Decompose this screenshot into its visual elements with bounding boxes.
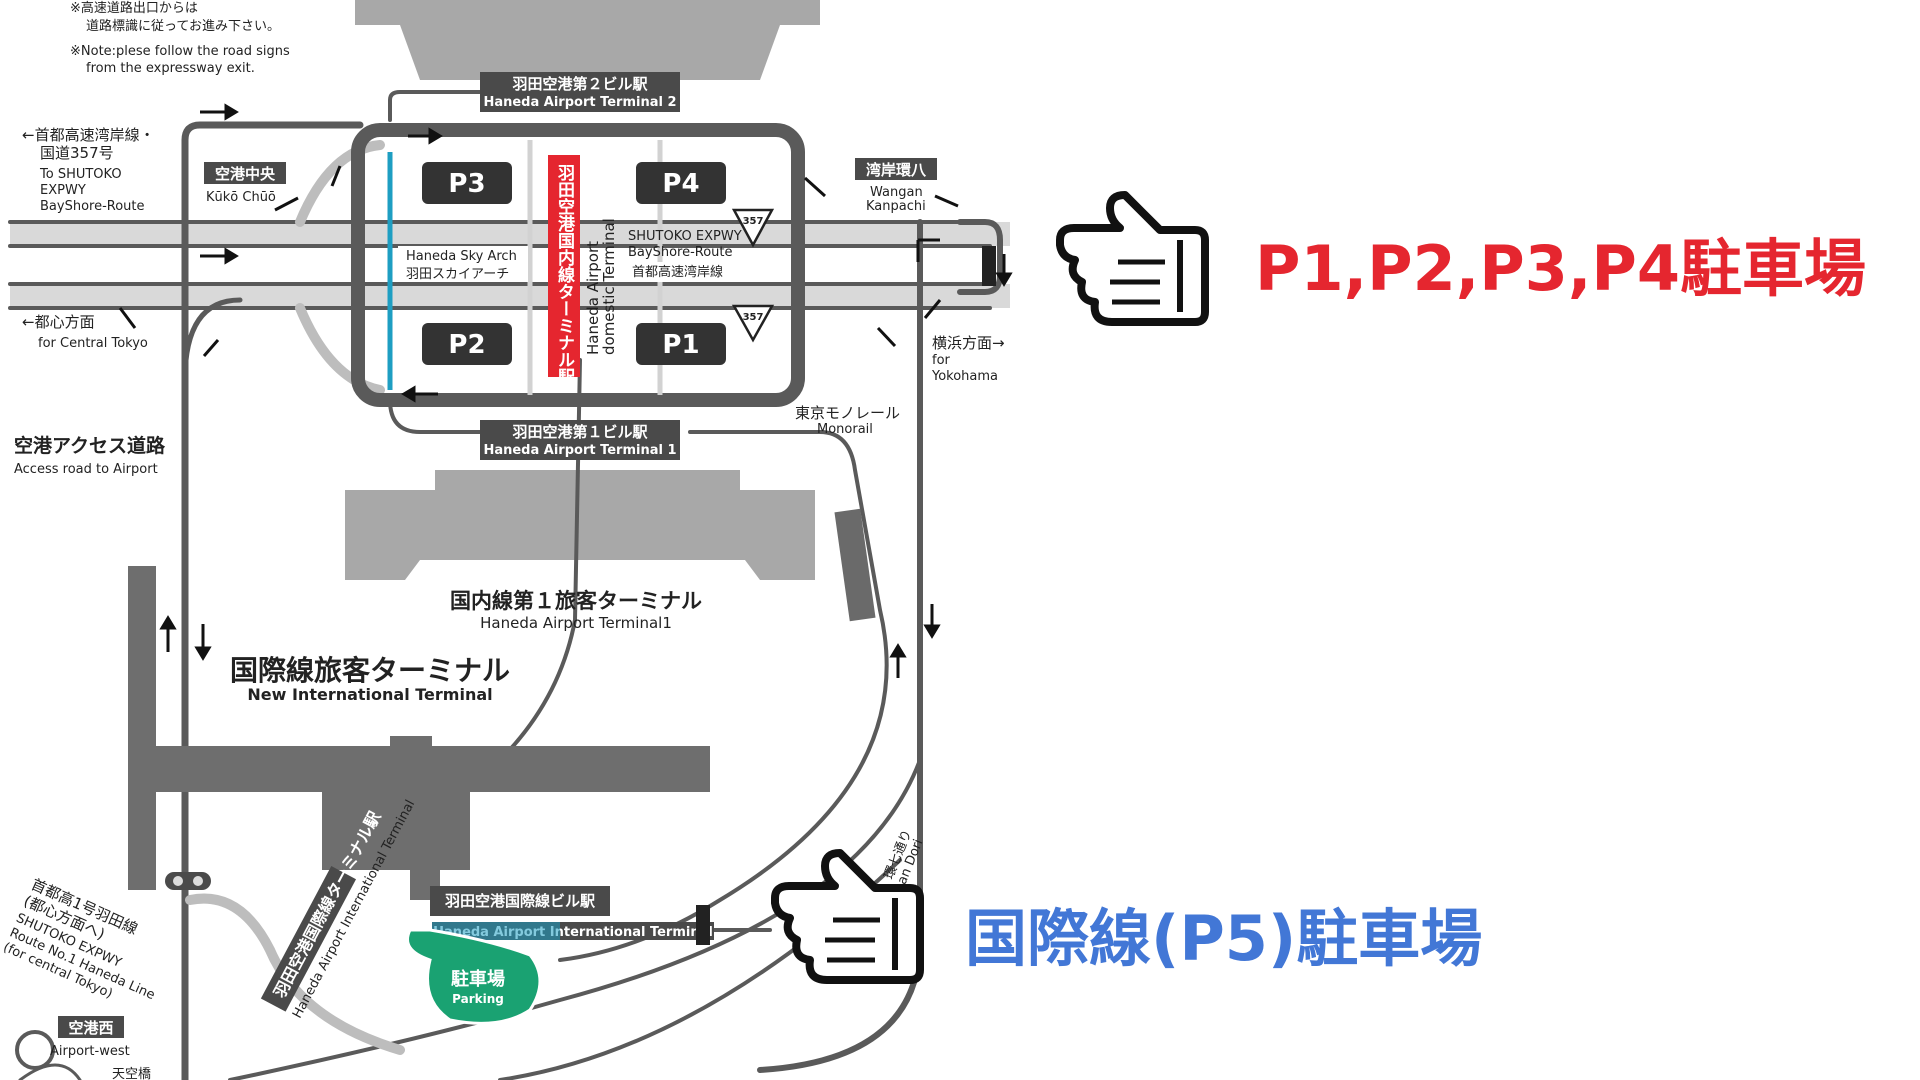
pointing-hand-left-icon <box>1056 191 1209 326</box>
svg-text:←首都高速湾岸線・: ←首都高速湾岸線・ <box>22 126 155 144</box>
traffic-signal-icon <box>165 872 211 890</box>
arrow-icon <box>118 103 1013 678</box>
pointing-hand-left-icon <box>771 849 924 984</box>
airport-west-label: 空港西 Airport-west 天空橋 <box>50 1016 151 1080</box>
route-357-shield-icon: 357 <box>731 208 775 248</box>
traffic-signal-icon <box>696 905 710 945</box>
svg-text:To SHUTOKO: To SHUTOKO <box>39 167 122 182</box>
parking-p4-badge[interactable]: P4 <box>636 162 726 204</box>
svg-text:天空橋: 天空橋 <box>112 1067 151 1080</box>
terminal-1-station-sign: 羽田空港第１ビル駅 Haneda Airport Terminal 1 <box>480 420 680 460</box>
svg-text:湾岸環八: 湾岸環八 <box>866 161 927 179</box>
svg-text:EXPWY: EXPWY <box>40 183 86 198</box>
svg-text:空港西: 空港西 <box>68 1019 113 1037</box>
intl-parking-lot[interactable]: 駐車場 Parking <box>406 928 542 1025</box>
terminal-2-station-en: Haneda Airport Terminal 2 <box>483 95 676 110</box>
parking-p1-badge[interactable]: P1 <box>636 323 726 365</box>
bayshore-en2: BayShore-Route <box>628 245 733 260</box>
svg-text:for: for <box>932 353 951 368</box>
svg-text:羽田空港国際線ビル駅: 羽田空港国際線ビル駅 <box>445 892 596 910</box>
terminal-1-station-jp: 羽田空港第１ビル駅 <box>512 423 648 441</box>
international-terminal-building <box>128 566 710 900</box>
svg-text:BayShore-Route: BayShore-Route <box>40 199 145 214</box>
domestic-terminal-station-sign: 羽田空港国内線ターミナル駅 Haneda Airport domestic Te… <box>548 155 618 386</box>
yokohama-label: 横浜方面→ for Yokohama <box>931 334 1005 384</box>
svg-text:357: 357 <box>743 312 764 323</box>
svg-text:Kūkō Chūō: Kūkō Chūō <box>206 190 276 205</box>
svg-text:←都心方面: ←都心方面 <box>22 313 95 331</box>
svg-text:Haneda Airport Terminal1: Haneda Airport Terminal1 <box>480 614 672 632</box>
haneda-line-label: 首都高1号羽田線 (都心方面へ) SHUTOKO EXPWY Route No.… <box>1 875 157 1003</box>
terminal-1-station-en: Haneda Airport Terminal 1 <box>483 443 676 458</box>
svg-text:Monorail: Monorail <box>817 422 873 437</box>
svg-text:357: 357 <box>743 216 764 227</box>
svg-text:※高速道路出口からは: ※高速道路出口からは <box>70 0 198 16</box>
svg-text:Yokohama: Yokohama <box>931 369 998 384</box>
svg-text:駐車場: 駐車場 <box>451 968 505 990</box>
sky-arch-en: Haneda Sky Arch <box>406 249 517 264</box>
domestic-terminal-1-label: 国内線第１旅客ターミナル Haneda Airport Terminal1 <box>450 589 702 632</box>
intl-building-station-sign: 羽田空港国際線ビル駅 Haneda Airport International … <box>430 886 714 940</box>
svg-text:P4: P4 <box>662 169 699 199</box>
svg-text:P1: P1 <box>662 330 699 360</box>
international-terminal-label: 国際線旅客ターミナル New International Terminal <box>230 654 510 704</box>
expressway-note: ※高速道路出口からは 道路標識に従ってお進み下さい。 ※Note:plese f… <box>70 0 290 76</box>
svg-text:空港アクセス道路: 空港アクセス道路 <box>14 434 166 457</box>
svg-text:Access road to Airport: Access road to Airport <box>14 462 158 477</box>
svg-text:from the expressway exit.: from the expressway exit. <box>86 61 255 76</box>
wangan-kanpachi-label: 湾岸環八 Wangan Kanpachi <box>855 158 937 214</box>
shutoko-bayshore-label: ←首都高速湾岸線・ 国道357号 To SHUTOKO EXPWY BaySho… <box>22 126 155 214</box>
route-357-shield-icon: 357 <box>731 304 775 343</box>
svg-text:東京モノレール: 東京モノレール <box>795 404 900 422</box>
svg-text:道路標識に従ってお進み下さい。: 道路標識に従ってお進み下さい。 <box>86 18 280 34</box>
traffic-signal-icon <box>982 246 996 286</box>
domestic-station-vertical-en2: domestic Terminal <box>600 218 618 355</box>
svg-text:Kanpachi: Kanpachi <box>866 199 926 214</box>
toshin-label: ←都心方面 for Central Tokyo <box>22 313 148 351</box>
bayshore-jp: 首都高速湾岸線 <box>632 264 723 280</box>
svg-text:国道357号: 国道357号 <box>40 144 114 162</box>
svg-text:P2: P2 <box>448 330 485 360</box>
access-road-label: 空港アクセス道路 Access road to Airport <box>14 434 166 477</box>
terminal-2-station-jp: 羽田空港第２ビル駅 <box>512 75 648 93</box>
parking-p2-badge[interactable]: P2 <box>422 323 512 365</box>
svg-text:New International Terminal: New International Terminal <box>247 685 492 704</box>
svg-text:Parking: Parking <box>452 992 504 1006</box>
svg-text:横浜方面→: 横浜方面→ <box>932 334 1005 352</box>
terminal-2-station-sign: 羽田空港第２ビル駅 Haneda Airport Terminal 2 <box>480 72 680 112</box>
svg-text:国際線旅客ターミナル: 国際線旅客ターミナル <box>230 654 510 687</box>
svg-text:※Note:plese follow the road si: ※Note:plese follow the road signs <box>70 44 290 59</box>
kuko-chuo-label: 空港中央 Kūkō Chūō <box>204 162 286 205</box>
bayshore-en1: SHUTOKO EXPWY <box>628 229 742 244</box>
parking-p3-badge[interactable]: P3 <box>422 162 512 204</box>
terminal-2-building <box>355 0 820 80</box>
terminal-1-building <box>345 470 815 580</box>
domestic-station-vertical-jp: 羽田空港国内線ターミナル駅 <box>554 164 576 386</box>
sky-arch-jp: 羽田スカイアーチ <box>406 267 509 282</box>
svg-text:Wangan: Wangan <box>870 185 923 200</box>
svg-text:P3: P3 <box>448 169 485 199</box>
intl-parking-callout[interactable]: 国際線(P5)駐車場 <box>965 902 1482 975</box>
domestic-parking-callout[interactable]: P1,P2,P3,P4駐車場 <box>1255 232 1866 305</box>
svg-text:国内線第１旅客ターミナル: 国内線第１旅客ターミナル <box>450 589 702 613</box>
svg-text:for Central Tokyo: for Central Tokyo <box>38 336 148 351</box>
svg-text:空港中央: 空港中央 <box>215 165 276 183</box>
domestic-station-vertical-en1: Haneda Airport <box>584 241 602 355</box>
svg-text:Airport-west: Airport-west <box>50 1044 130 1059</box>
monorail-label: 東京モノレール Monorail <box>795 404 900 437</box>
